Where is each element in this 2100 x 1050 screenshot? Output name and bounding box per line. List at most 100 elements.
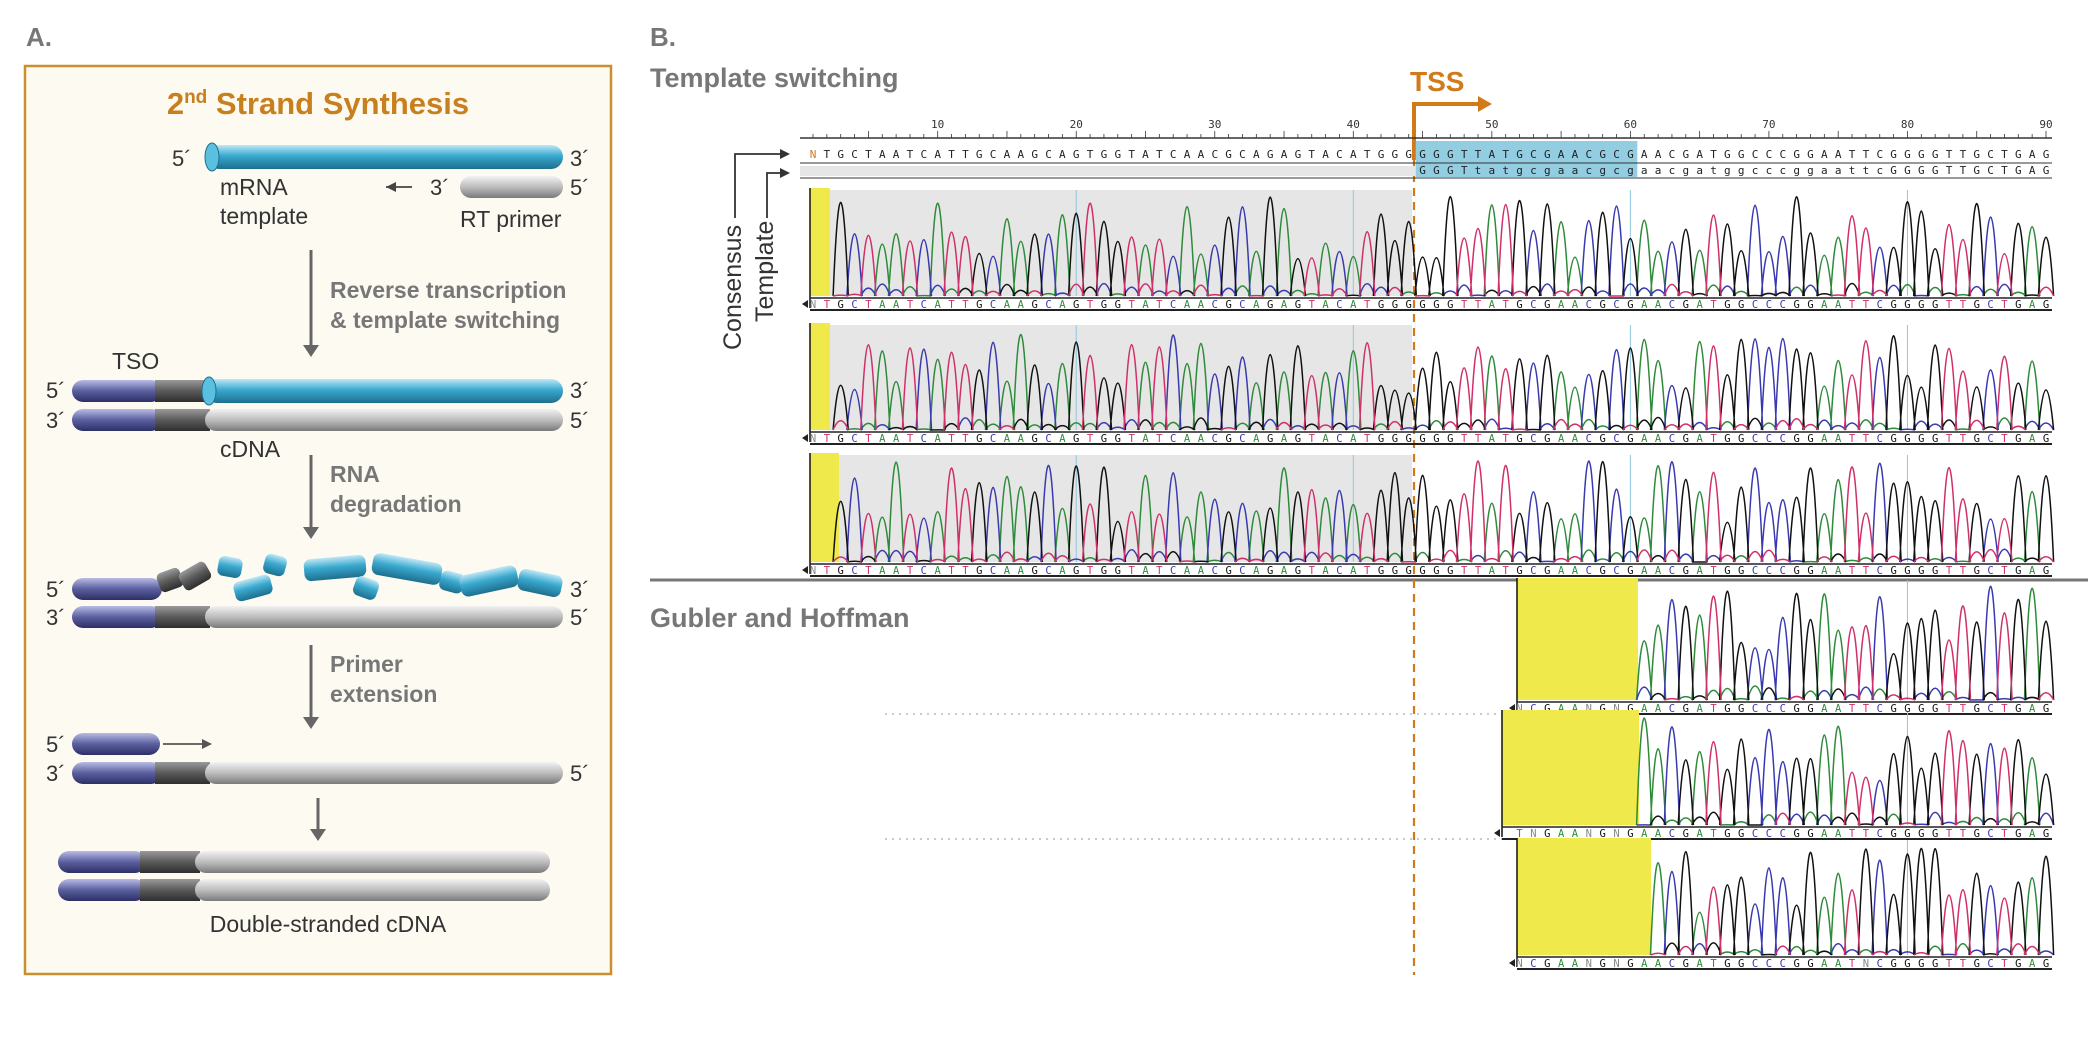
base-call: T (1503, 299, 1510, 311)
base-call: A (1142, 299, 1149, 311)
consensus-base: A (1253, 148, 1260, 161)
template-base: G (1904, 164, 1911, 177)
base-call: A (1198, 565, 1205, 577)
consensus-base: T (1364, 148, 1371, 161)
consensus-base: T (2001, 148, 2008, 161)
template-base: a (1835, 164, 1842, 177)
base-call: T (1516, 828, 1523, 840)
base-call: N (810, 565, 816, 577)
mrna-label: mRNA template (220, 174, 308, 229)
base-call: T (907, 299, 914, 311)
base-call: T (1156, 299, 1163, 311)
base-call: G (1406, 565, 1412, 577)
cdna-5prime: 5´ (570, 408, 590, 433)
base-call: T (2001, 828, 2008, 840)
base-call: C (1336, 299, 1342, 311)
base-call: T (1863, 299, 1870, 311)
consensus-base: T (1946, 148, 1953, 161)
base-call: A (1018, 299, 1025, 311)
consensus-base: C (921, 148, 928, 161)
mrna-template: 5´ 3´ mRNA template (172, 142, 590, 229)
base-call: A (935, 299, 942, 311)
base-call: G (1890, 565, 1896, 577)
ruler-tick-label: 60 (1624, 118, 1637, 131)
base-call: G (976, 433, 982, 445)
consensus-base: G (1101, 148, 1108, 161)
template-base: G (2043, 164, 2050, 177)
base-call: C (1669, 828, 1675, 840)
template-base: A (2029, 164, 2036, 177)
base-call: G (1932, 703, 1938, 715)
base-call: A (1558, 703, 1565, 715)
base-call: G (1600, 299, 1606, 311)
ruler-tick-label: 20 (1070, 118, 1083, 131)
consensus-base: G (1682, 148, 1689, 161)
base-call: C (851, 299, 857, 311)
tso-cdna: TSO 5´ 3´ 3´ 5´ cDNA (46, 348, 590, 462)
consensus-base: A (1572, 148, 1579, 161)
base-call: A (1281, 299, 1288, 311)
base-call: N (1586, 958, 1592, 970)
base-call: A (1059, 299, 1066, 311)
double-stranded-cdna: Double-stranded cDNA (58, 851, 550, 937)
base-call: G (1738, 433, 1744, 445)
base-call: T (2001, 703, 2008, 715)
consensus-base: G (1807, 148, 1814, 161)
consensus-base: G (1447, 148, 1454, 161)
base-call: G (1378, 299, 1384, 311)
base-call: A (1198, 299, 1205, 311)
base-call: G (2043, 958, 2049, 970)
rna-degradation: 5´ 3´ 3´ 5´ (46, 553, 590, 630)
base-call: G (1433, 565, 1439, 577)
base-call: C (1530, 703, 1536, 715)
base-call: A (1253, 565, 1260, 577)
base-call: A (1835, 958, 1842, 970)
tss-highlight (1415, 141, 1638, 177)
base-call: T (1960, 958, 1967, 970)
base-call: G (1544, 703, 1550, 715)
base-call: T (1960, 828, 1967, 840)
base-call: G (1447, 299, 1453, 311)
base-call: G (1600, 958, 1606, 970)
base-call: C (1586, 565, 1592, 577)
template-base: G (1918, 164, 1925, 177)
base-call: C (1766, 299, 1772, 311)
base-call: G (1392, 433, 1398, 445)
template-base: g (1544, 164, 1551, 177)
template-base: c (1766, 164, 1773, 177)
template-base: a (1655, 164, 1662, 177)
consensus-base: G (2015, 148, 2022, 161)
base-call: G (1031, 565, 1037, 577)
template-base: c (1876, 164, 1883, 177)
base-call: G (1683, 433, 1689, 445)
base-call: A (1281, 433, 1288, 445)
base-call: G (1974, 703, 1980, 715)
base-call: C (990, 565, 996, 577)
base-call: A (1004, 565, 1011, 577)
ruler-tick-label: 10 (931, 118, 944, 131)
template-base: a (1641, 164, 1648, 177)
consensus-base: G (1544, 148, 1551, 161)
base-call: G (1807, 433, 1813, 445)
base-call: G (1918, 565, 1924, 577)
base-call: T (1156, 565, 1163, 577)
base-call: A (1198, 433, 1205, 445)
base-call: G (838, 565, 844, 577)
consensus-base: G (1932, 148, 1939, 161)
base-call: A (1696, 828, 1703, 840)
base-call: G (1890, 828, 1896, 840)
consensus-base: T (1502, 148, 1509, 161)
base-call: G (1225, 433, 1231, 445)
base-call: T (948, 299, 955, 311)
base-call: G (1904, 433, 1910, 445)
base-call: G (1073, 565, 1079, 577)
base-call: C (921, 299, 927, 311)
consensus-base: C (1752, 148, 1759, 161)
base-call: T (1710, 433, 1717, 445)
base-call: A (2029, 565, 2036, 577)
base-call: C (1045, 565, 1051, 577)
base-call: C (1752, 433, 1758, 445)
consensus-base: T (1960, 148, 1967, 161)
base-call: A (1281, 565, 1288, 577)
